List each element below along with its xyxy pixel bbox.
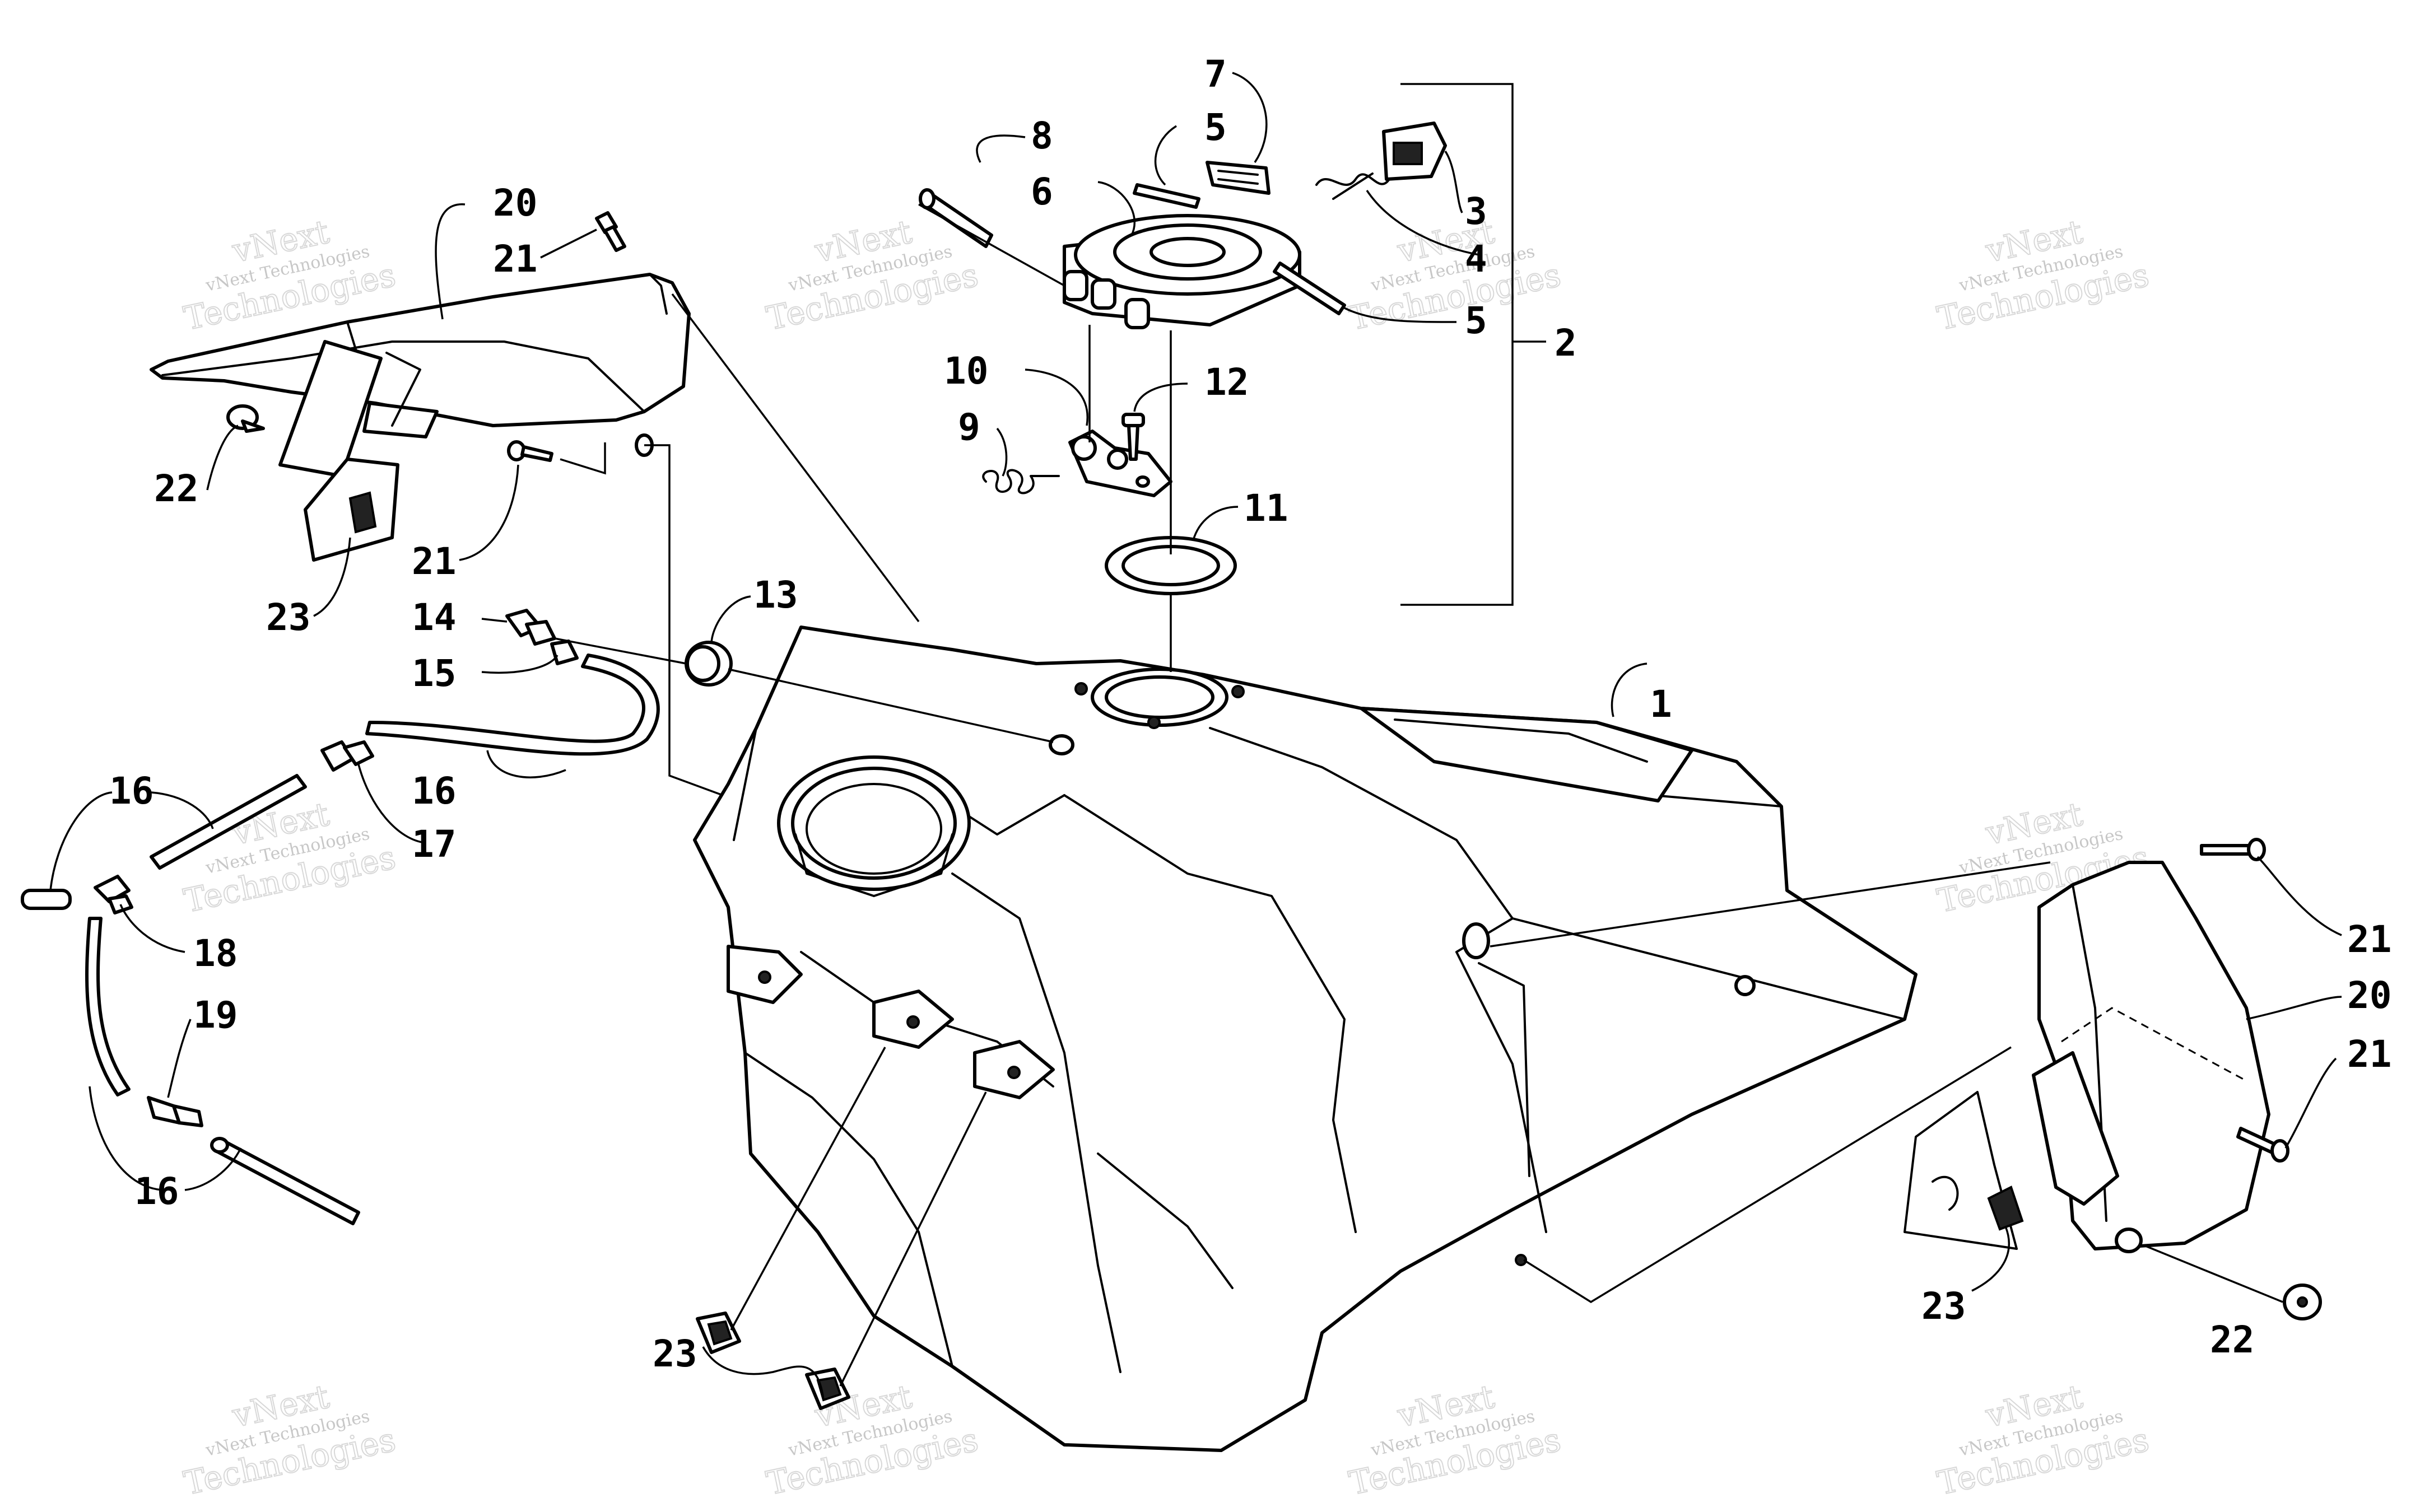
callout-20-right: 20 xyxy=(2347,974,2391,1017)
watermark: vNext vNext Technologies Technologies xyxy=(1345,1376,1565,1502)
right-side-panel xyxy=(1904,838,2322,1320)
callout-14: 14 xyxy=(412,596,456,639)
watermark: vNext vNext Technologies Technologies xyxy=(762,1376,982,1502)
callout-15: 15 xyxy=(412,652,456,695)
callout-3: 3 xyxy=(1465,190,1487,233)
left-side-panel xyxy=(150,211,691,562)
callout-2: 2 xyxy=(1555,321,1577,365)
callout-21-left-lower: 21 xyxy=(412,540,456,583)
callout-22-left: 22 xyxy=(154,467,198,510)
callout-19: 19 xyxy=(193,993,238,1037)
callout-numbers: 1 2 3 4 5 5 6 7 8 9 10 11 12 13 14 15 16… xyxy=(109,53,2391,1375)
clips-bottom xyxy=(696,1312,850,1410)
callout-17: 17 xyxy=(412,823,456,866)
callout-6: 6 xyxy=(1031,170,1053,213)
callout-5-upper: 5 xyxy=(1204,106,1227,149)
watermark: vNext vNext Technologies Technologies xyxy=(1933,212,2153,338)
callout-22-right: 22 xyxy=(2210,1318,2254,1361)
callout-21-right-lower: 21 xyxy=(2347,1033,2391,1076)
callout-5-lower: 5 xyxy=(1465,299,1487,342)
callout-4: 4 xyxy=(1465,237,1487,281)
watermark: vNext vNext Technologies Technologies xyxy=(180,212,399,338)
callout-16-left: 16 xyxy=(109,769,153,813)
callout-12: 12 xyxy=(1204,361,1249,404)
callout-18: 18 xyxy=(193,932,238,975)
callout-23-right: 23 xyxy=(1921,1285,1966,1328)
callout-7: 7 xyxy=(1204,53,1227,96)
leader-lines xyxy=(49,72,2342,1401)
callout-23-bottom: 23 xyxy=(653,1332,697,1375)
callout-10: 10 xyxy=(944,349,988,393)
callout-11: 11 xyxy=(1244,487,1288,530)
callout-21-left-top: 21 xyxy=(493,237,537,281)
callout-8: 8 xyxy=(1031,114,1053,157)
fuel-tank xyxy=(693,626,1918,1452)
callout-21-right-top: 21 xyxy=(2347,918,2391,961)
vent-hose-assembly xyxy=(21,609,733,1225)
fuel-cap-assembly xyxy=(919,83,1546,606)
callout-16-bottom: 16 xyxy=(134,1170,179,1213)
callout-16-upper: 16 xyxy=(412,769,456,813)
callout-23-left: 23 xyxy=(266,596,310,639)
watermark: vNext vNext Technologies Technologies xyxy=(180,1376,399,1502)
watermark: vNext vNext Technologies Technologies xyxy=(180,794,399,920)
callout-13: 13 xyxy=(753,573,798,617)
watermark: vNext vNext Technologies Technologies xyxy=(1933,1376,2153,1502)
callout-1: 1 xyxy=(1650,683,1672,726)
callout-20-left: 20 xyxy=(493,181,537,225)
callout-9: 9 xyxy=(958,405,980,449)
